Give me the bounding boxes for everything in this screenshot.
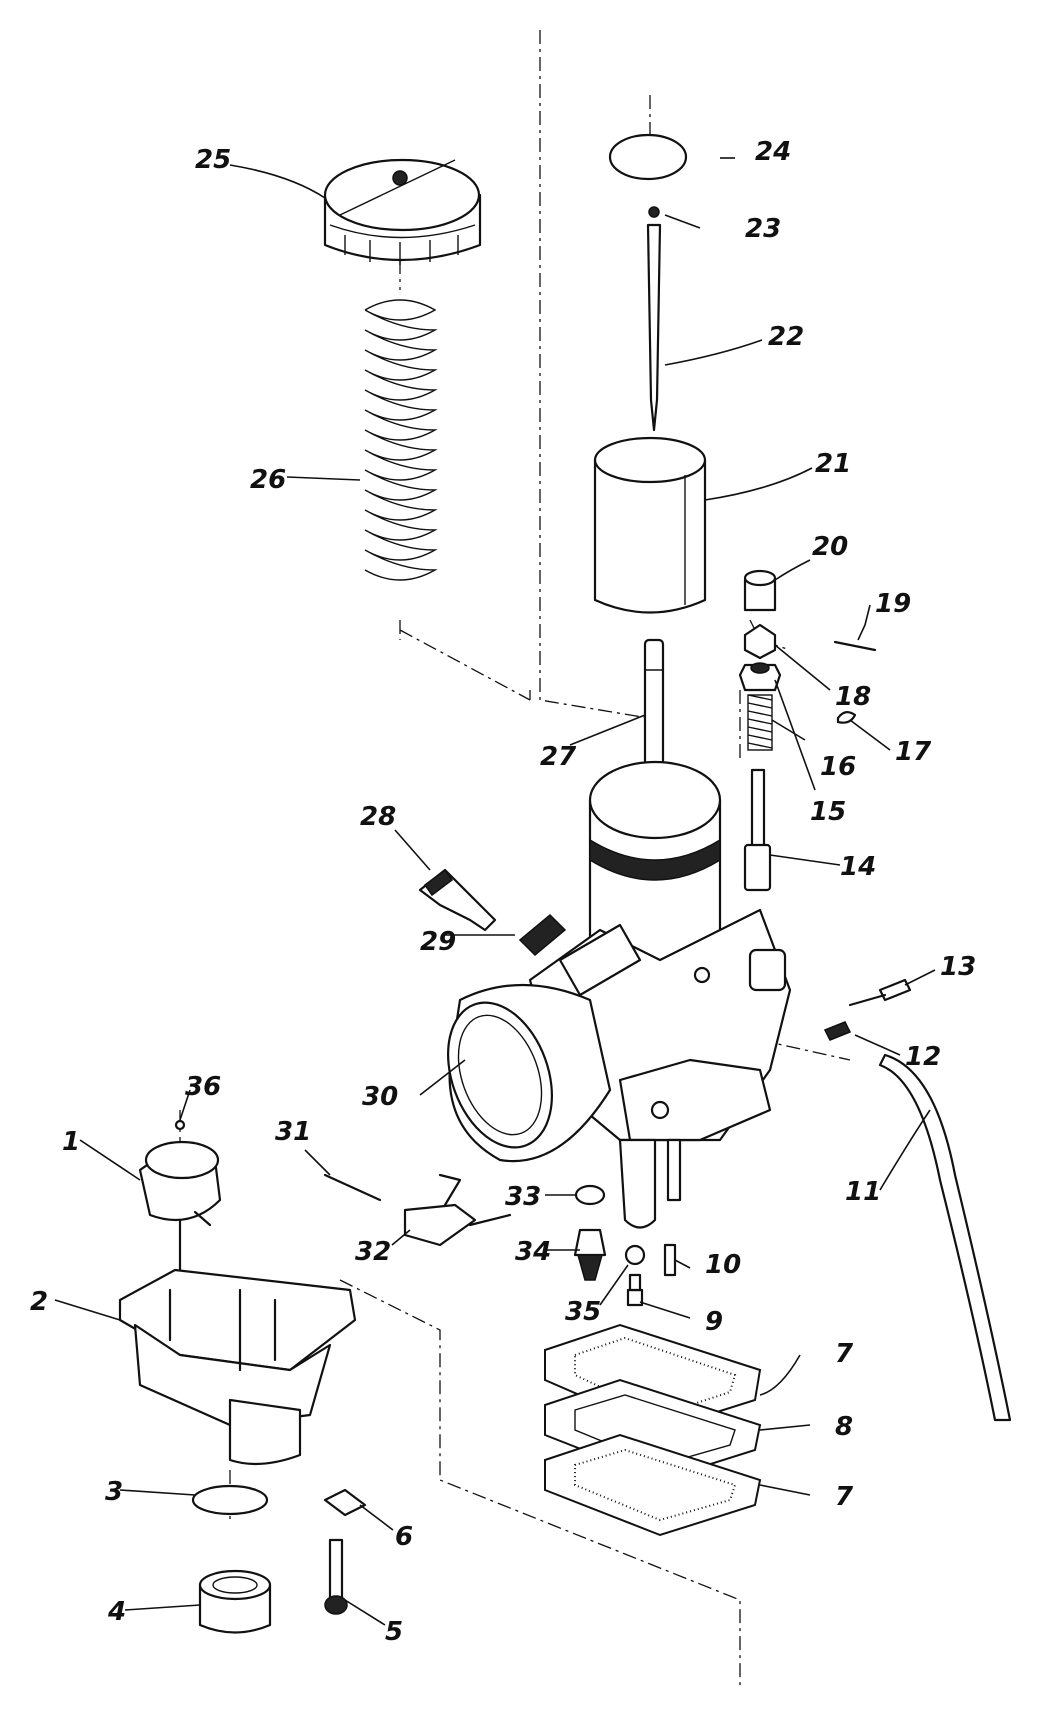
callout-11: 11 — [845, 1177, 881, 1207]
part-1-float — [138, 1140, 222, 1302]
callout-25: 25 — [195, 145, 231, 175]
callout-15: 15 — [810, 797, 846, 827]
callout-6: 6 — [395, 1522, 413, 1552]
callout-16: 16 — [820, 752, 856, 782]
part-26-spring — [364, 299, 438, 581]
callout-17: 17 — [895, 737, 932, 767]
callout-10: 10 — [705, 1250, 741, 1280]
part-12-spring — [823, 1021, 852, 1041]
part-21-throttle-valve — [593, 436, 707, 614]
callout-23: 23 — [745, 214, 781, 244]
part-9-main-jet — [626, 1273, 644, 1307]
callout-32: 32 — [355, 1237, 391, 1267]
part-29-spring — [518, 913, 567, 957]
callout-3: 3 — [105, 1477, 123, 1507]
part-6-clamp — [323, 1488, 367, 1517]
callout-7a: 7 — [835, 1339, 854, 1369]
callout-12: 12 — [905, 1042, 941, 1072]
part-22-needle — [646, 223, 662, 432]
callout-4: 4 — [107, 1597, 126, 1627]
callout-5: 5 — [385, 1617, 403, 1647]
part-28-screw — [418, 868, 497, 932]
part-18-nut — [743, 623, 777, 660]
part-33-washer — [574, 1184, 606, 1206]
callout-35: 35 — [565, 1297, 601, 1327]
callout-29: 29 — [420, 927, 456, 957]
callout-24: 24 — [755, 137, 791, 167]
part-4-drain-plug — [198, 1569, 272, 1634]
part-2-float-bowl — [118, 1268, 357, 1466]
part-34-needle-valve — [573, 1228, 607, 1281]
callout-20: 20 — [812, 532, 848, 562]
callout-34: 34 — [515, 1237, 551, 1267]
part-15-spring — [747, 694, 773, 751]
callout-7b: 7 — [835, 1482, 854, 1512]
part-11-hose — [878, 1053, 1012, 1422]
part-20-adjuster-cap — [743, 569, 777, 612]
part-35-washer — [624, 1244, 646, 1266]
callout-31: 31 — [275, 1117, 311, 1147]
callout-labels: 1 2 3 4 5 6 7 8 7 9 10 11 12 13 14 15 16… — [30, 137, 976, 1647]
part-14-plunger — [743, 768, 772, 892]
callout-22: 22 — [768, 322, 804, 352]
callout-27: 27 — [540, 742, 577, 772]
callout-21: 21 — [815, 449, 851, 479]
callout-26: 26 — [250, 465, 286, 495]
callout-1: 1 — [62, 1127, 80, 1157]
part-30-carburetor-body — [447, 760, 792, 1229]
part-23-clip — [648, 206, 660, 218]
callout-30: 30 — [362, 1082, 398, 1112]
part-36-screw — [174, 1119, 186, 1131]
part-25-cap — [323, 158, 482, 265]
part-19-pin — [833, 640, 877, 652]
callout-2: 2 — [30, 1287, 48, 1317]
callout-9: 9 — [705, 1307, 723, 1337]
callout-18: 18 — [835, 682, 871, 712]
callout-13: 13 — [940, 952, 976, 982]
part-5-screw — [324, 1538, 348, 1615]
part-10-jet — [663, 1243, 677, 1277]
part-3-o-ring — [191, 1484, 269, 1516]
part-32-float-arm — [403, 1173, 512, 1247]
callout-36: 36 — [185, 1072, 221, 1102]
callout-8: 8 — [835, 1412, 853, 1442]
leader-lines — [54, 157, 936, 1626]
part-13-screw — [848, 978, 912, 1007]
part-7-gasket-lower — [544, 1433, 762, 1537]
part-24-plate — [608, 133, 688, 181]
part-16-fitting — [738, 662, 782, 692]
part-31-pin — [323, 1173, 382, 1202]
callout-14: 14 — [840, 852, 876, 882]
callout-28: 28 — [360, 802, 396, 832]
part-7-gasket-upper — [544, 1323, 762, 1432]
callout-19: 19 — [875, 589, 911, 619]
callout-33: 33 — [505, 1182, 541, 1212]
